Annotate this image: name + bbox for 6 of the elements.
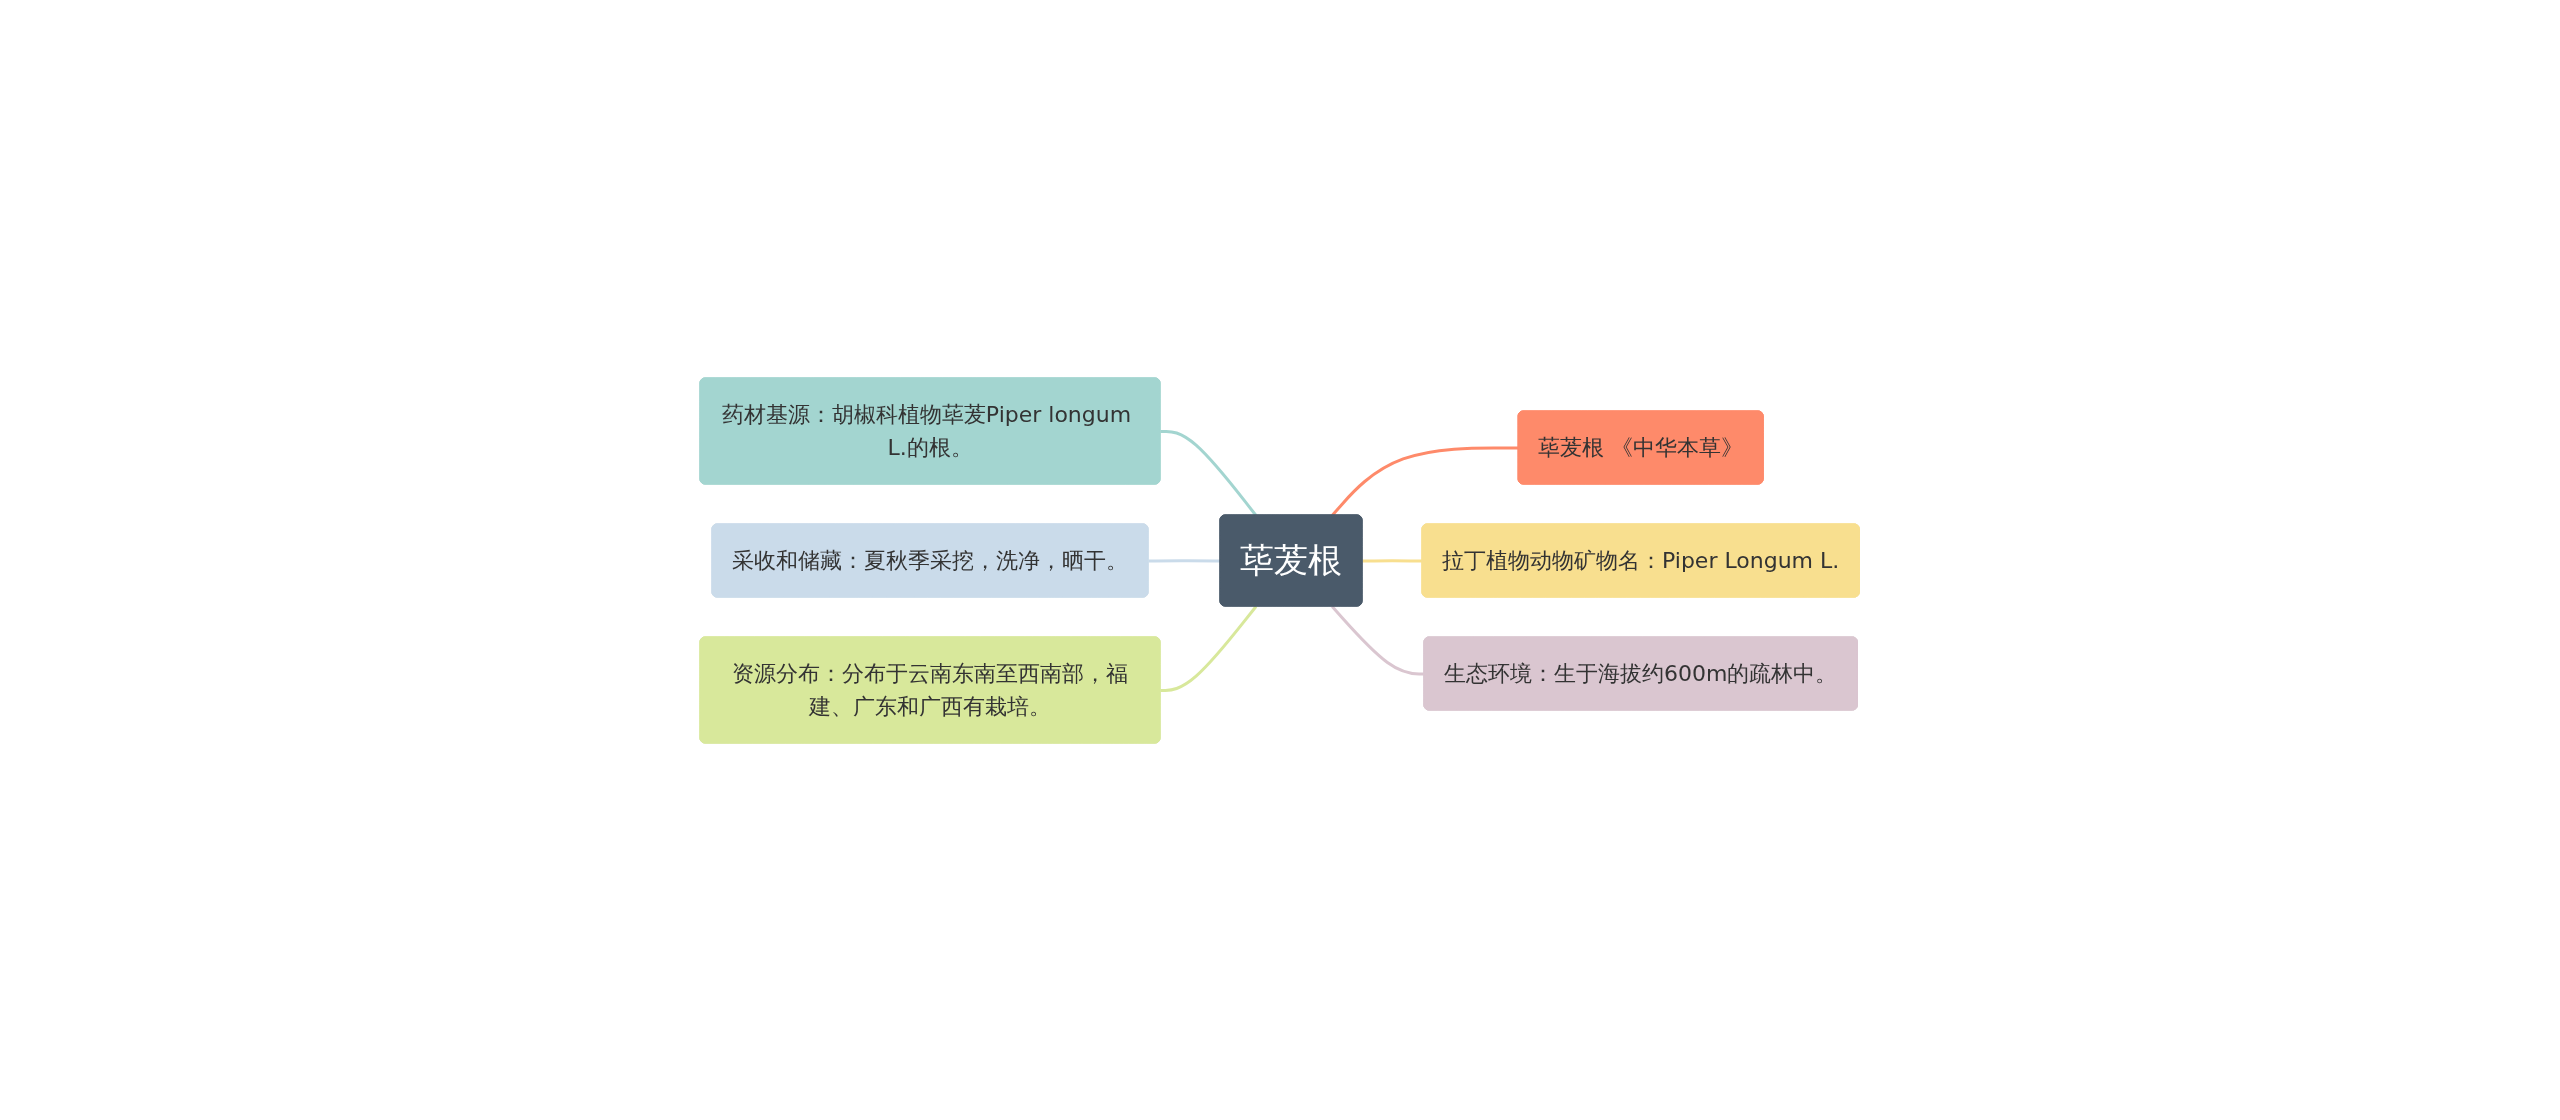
connector: [1160, 429, 1258, 516]
connector: [1148, 558, 1221, 562]
connector: [1331, 605, 1425, 675]
connector: [1362, 558, 1423, 562]
connector: [1331, 445, 1519, 516]
connector: [1160, 605, 1258, 692]
